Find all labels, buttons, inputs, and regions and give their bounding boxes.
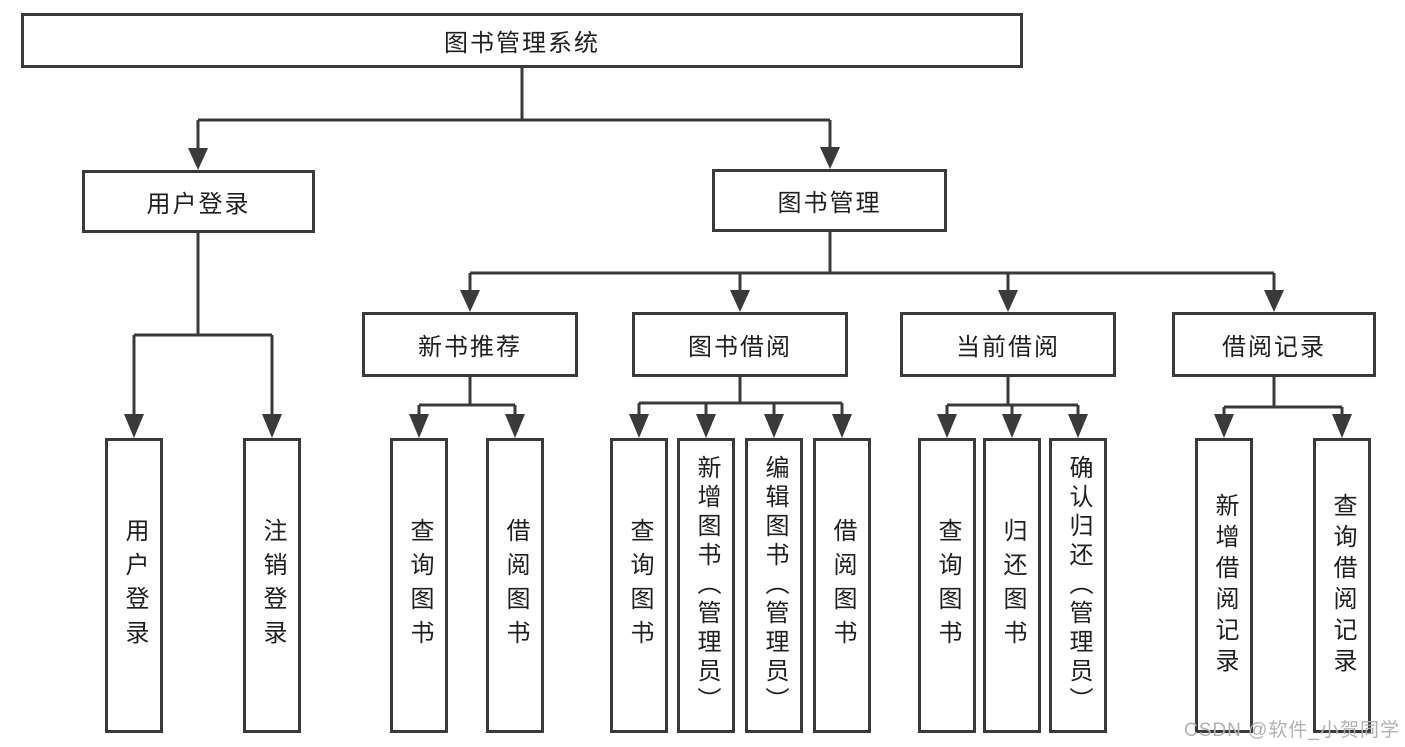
node-label: 用户登录 xyxy=(146,191,251,218)
leaf-label: 新增图书（管理员） xyxy=(693,455,720,716)
node-label: 图书管理 xyxy=(777,190,882,217)
node-current-borrow: 当前借阅 xyxy=(900,312,1116,377)
leaf-label: 借阅图书 xyxy=(829,517,856,654)
node-root-library-system: 图书管理系统 xyxy=(21,13,1023,68)
leaf-borrow-books-recommend: 借阅图书 xyxy=(486,438,544,733)
leaf-confirm-return-admin: 确认归还（管理员） xyxy=(1049,438,1107,733)
leaf-add-books-admin: 新增图书（管理员） xyxy=(677,438,735,733)
node-label: 新书推荐 xyxy=(418,334,522,361)
leaf-query-borrow-record: 查询借阅记录 xyxy=(1313,438,1371,733)
node-label: 图书借阅 xyxy=(688,334,792,361)
leaf-label: 新增借阅记录 xyxy=(1211,492,1238,679)
leaf-user-login: 用户登录 xyxy=(105,438,163,733)
node-borrow-records: 借阅记录 xyxy=(1172,312,1376,377)
leaf-label: 查询借阅记录 xyxy=(1329,492,1356,679)
node-book-management: 图书管理 xyxy=(712,169,947,232)
node-new-book-recommend: 新书推荐 xyxy=(362,312,578,377)
leaf-label: 用户登录 xyxy=(121,517,148,654)
leaf-label: 借阅图书 xyxy=(502,517,529,654)
leaf-label: 查询图书 xyxy=(406,517,433,654)
leaf-label: 确认归还（管理员） xyxy=(1065,455,1092,716)
csdn-watermark: CSDN @软件_小贺同学 xyxy=(1184,720,1400,741)
leaf-label: 查询图书 xyxy=(626,517,653,654)
leaf-query-books-current: 查询图书 xyxy=(918,438,976,733)
node-label: 图书管理系统 xyxy=(444,30,600,57)
leaf-label: 查询图书 xyxy=(934,517,961,654)
leaf-label: 注销登录 xyxy=(259,517,286,654)
leaf-edit-books-admin: 编辑图书（管理员） xyxy=(745,438,803,733)
node-label: 借阅记录 xyxy=(1222,334,1326,361)
leaf-return-books: 归还图书 xyxy=(983,438,1041,733)
node-label: 当前借阅 xyxy=(956,334,1060,361)
node-book-borrow: 图书借阅 xyxy=(632,312,848,377)
leaf-add-borrow-record: 新增借阅记录 xyxy=(1195,438,1253,733)
leaf-query-books-recommend: 查询图书 xyxy=(390,438,448,733)
leaf-borrow-books: 借阅图书 xyxy=(813,438,871,733)
leaf-query-books-borrow: 查询图书 xyxy=(610,438,668,733)
leaf-label: 归还图书 xyxy=(999,517,1026,654)
leaf-label: 编辑图书（管理员） xyxy=(761,455,788,716)
leaf-logout: 注销登录 xyxy=(243,438,301,733)
node-user-login: 用户登录 xyxy=(82,170,315,233)
